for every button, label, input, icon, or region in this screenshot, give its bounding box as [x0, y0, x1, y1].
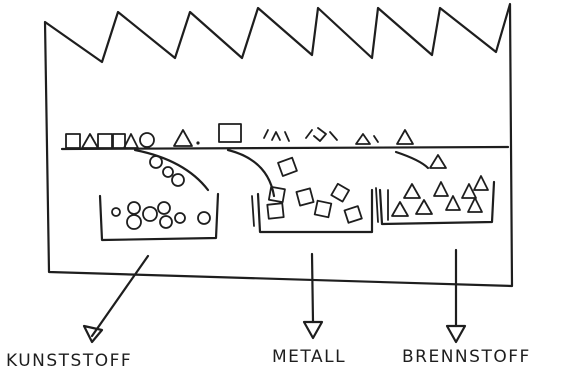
falling-triangle-part	[429, 154, 447, 169]
factory-building-outline	[43, 2, 514, 288]
circle-part	[174, 212, 186, 224]
triangle-part	[473, 175, 489, 191]
circle-part	[142, 206, 158, 222]
triangle-part	[415, 199, 433, 215]
triangle-part	[123, 133, 139, 149]
circle-part	[197, 211, 211, 225]
circle-part	[127, 201, 141, 215]
square-part	[330, 182, 350, 203]
plastic-label: KUNSTSTOFF	[6, 351, 132, 371]
conveyor-items	[65, 123, 414, 149]
metal-arrow-head	[302, 320, 324, 340]
plastic-arrow-head	[82, 324, 104, 344]
triangle-part	[355, 133, 371, 145]
square-part	[295, 187, 315, 207]
circle-part	[159, 215, 173, 229]
falling-square-part	[277, 156, 298, 177]
square-part	[343, 205, 363, 224]
metal-bin	[256, 188, 374, 234]
fuel-bin-contents	[391, 175, 489, 217]
fragment-part	[329, 131, 338, 141]
fuel-label: BRENNSTOFF	[402, 347, 531, 367]
plastic-output-arrow	[90, 254, 150, 338]
triangle-part	[396, 129, 414, 145]
triangle-part	[445, 195, 461, 211]
triangle-part	[391, 201, 409, 217]
metal-output-arrow	[310, 252, 315, 324]
metal-drop-arc	[226, 148, 276, 198]
triangle-part	[173, 129, 193, 147]
triangle-part	[403, 183, 421, 199]
falling-circle-part	[149, 155, 163, 169]
square-part	[313, 199, 333, 219]
circle-part	[111, 207, 121, 217]
falling-circle-part	[171, 173, 185, 187]
triangle-part	[433, 181, 449, 197]
triangle-part	[461, 183, 477, 199]
fragment-part	[263, 129, 290, 142]
circle-part	[196, 141, 200, 145]
fuel-arrow-head	[445, 324, 467, 344]
falling-circle-part	[162, 166, 174, 178]
circle-part	[126, 214, 142, 230]
fuel-drop-arc	[394, 150, 430, 170]
bin-wall	[375, 187, 379, 223]
square-part	[97, 133, 113, 149]
plastic-bin	[98, 192, 220, 242]
circle-part	[139, 132, 155, 148]
fragment-part	[373, 135, 379, 143]
square-part	[112, 133, 126, 149]
square-part	[218, 123, 242, 143]
plastic-bin-contents	[111, 201, 211, 230]
triangle-part	[467, 197, 483, 213]
plastic-drop-arc	[133, 148, 210, 192]
fragment-part	[305, 127, 327, 142]
square-part	[65, 133, 81, 149]
metal-bin-contents	[266, 182, 363, 224]
circle-part	[157, 201, 171, 215]
triangle-part	[81, 133, 99, 149]
square-part	[266, 202, 285, 220]
bin-wall	[251, 195, 255, 227]
fuel-bin	[378, 180, 496, 226]
metal-label: METALL	[272, 347, 346, 367]
falling-square-part	[267, 185, 286, 204]
